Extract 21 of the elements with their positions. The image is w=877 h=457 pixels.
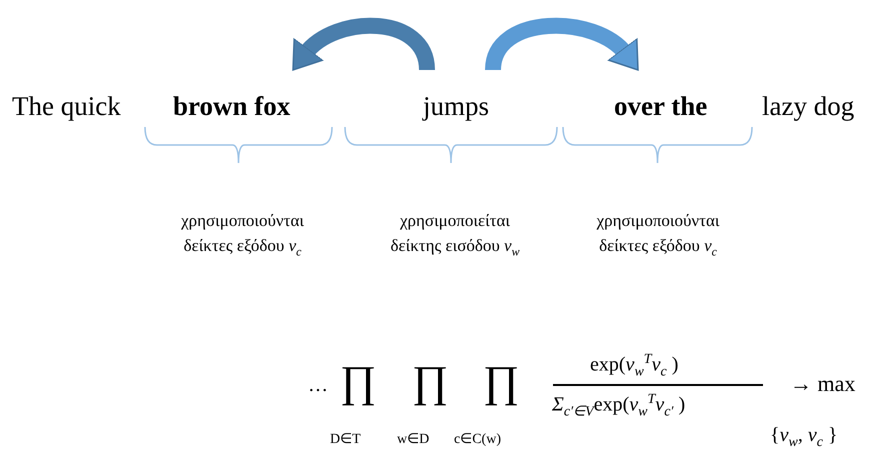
parameter-set: {v$_{w}$, v$_{c}$ } bbox=[770, 424, 838, 450]
center-word: jumps bbox=[423, 90, 490, 122]
product-index: D∈T bbox=[330, 432, 361, 448]
highlighted-word: over the bbox=[614, 90, 708, 122]
product-index: c∈C(w) bbox=[454, 432, 501, 448]
product-index: w∈D bbox=[397, 432, 430, 448]
maximize-label: → max bbox=[790, 372, 856, 396]
annotation-text: χρησιμοποιείται δείκτης εισόδου v$_{w}$ bbox=[389, 210, 521, 260]
curved-arrow bbox=[290, 18, 435, 72]
ellipsis: … bbox=[308, 374, 328, 396]
annotation-text: χρησιμοποιούνται δείκτες εξόδου v$_{c}$ bbox=[180, 210, 305, 260]
product-symbol: ∏ bbox=[483, 358, 520, 406]
fraction-numerator: exp(v$_{w}$$^{T}$v$_{c}$ ) bbox=[590, 352, 678, 380]
fraction-denominator: Σ$_{c′∈V}$exp(v$_{w}$$^{T}$v$_{c′}$ ) bbox=[552, 392, 686, 420]
product-symbol: ∏ bbox=[412, 358, 448, 406]
curved-arrow bbox=[485, 18, 641, 72]
word: lazy dog bbox=[762, 90, 854, 122]
word: The quick bbox=[12, 90, 121, 122]
product-symbol: ∏ bbox=[340, 358, 376, 406]
annotation-text: χρησιμοποιούνται δείκτες εξόδου v$_{c}$ bbox=[596, 210, 720, 260]
highlighted-word: brown fox bbox=[173, 90, 290, 122]
